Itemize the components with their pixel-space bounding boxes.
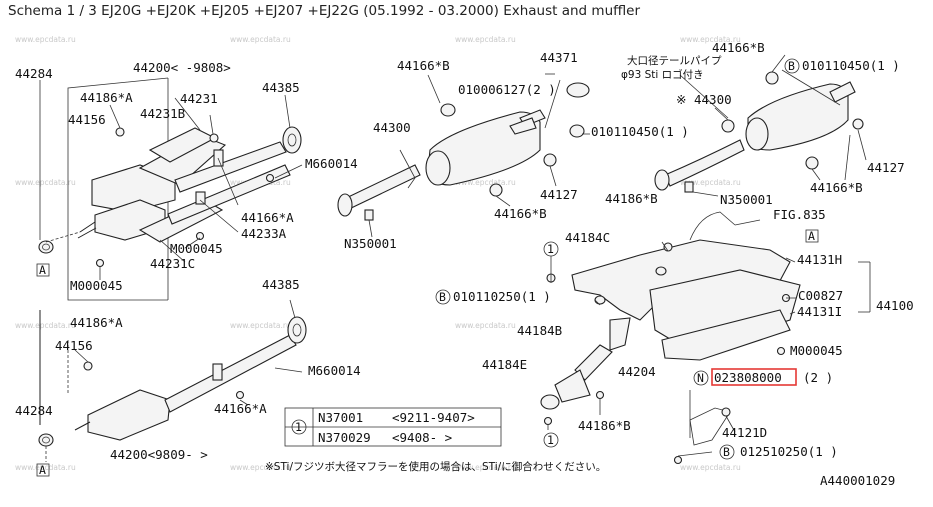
part-label-44186B[interactable]: 44186*B [605, 191, 658, 206]
part-label-44166A-b[interactable]: 44166*A [214, 401, 267, 416]
callout-N: N [697, 371, 704, 385]
part-label-M000045[interactable]: M000045 [170, 241, 223, 256]
rear-muffler-sti [654, 54, 867, 197]
watermark: www.epcdata.ru [230, 35, 291, 44]
part-label-M660014[interactable]: M660014 [305, 156, 358, 171]
figure-code: A440001029 [820, 473, 895, 488]
highlight-box [711, 368, 797, 386]
part-label-44100[interactable]: 44100 [876, 298, 914, 313]
watermark: www.epcdata.ru [455, 463, 516, 472]
front-pipe-assembly-early [36, 77, 303, 301]
callout-A-left-bottom: A [39, 463, 46, 477]
watermark: www.epcdata.ru [680, 35, 741, 44]
part-label-FIG835[interactable]: FIG.835 [773, 207, 826, 222]
part-label-qty: (2 ) [803, 370, 833, 385]
page-title: Schema 1 / 3 EJ20G +EJ20K +EJ205 +EJ207 … [8, 3, 641, 19]
legend-row1-code[interactable]: N37001 [318, 410, 363, 425]
legend-callout: 1 [295, 420, 302, 434]
part-label-44300[interactable]: 44300 [373, 120, 411, 135]
watermark: www.epcdata.ru [680, 463, 741, 472]
part-label-44166B-d[interactable]: 44166*B [810, 180, 863, 195]
watermark: www.epcdata.ru [15, 463, 76, 472]
callout-B: B [788, 59, 795, 73]
watermark: www.epcdata.ru [230, 463, 291, 472]
part-label-012510250[interactable]: 012510250(1 ) [740, 444, 838, 459]
part-label-44385-b[interactable]: 44385 [262, 277, 300, 292]
part-label-N350001-b[interactable]: N350001 [720, 192, 773, 207]
callout-B-bottom: B [723, 445, 730, 459]
part-label-C00827[interactable]: C00827 [798, 288, 843, 303]
callout-1-bottom: 1 [547, 433, 554, 447]
watermark: www.epcdata.ru [15, 35, 76, 44]
part-label-44156-b[interactable]: 44156 [55, 338, 93, 353]
part-label-44231B[interactable]: 44231B [140, 106, 185, 121]
watermark: www.epcdata.ru [455, 321, 516, 330]
part-label-44233A[interactable]: 44233A [241, 226, 287, 241]
part-label-44204[interactable]: 44204 [618, 364, 656, 379]
legend-row2-range: <9408- > [392, 430, 452, 445]
note-sti-logo-jp: φ93 Sti ロゴ付き [621, 68, 704, 81]
legend-row1-range: <9211-9407> [392, 410, 475, 425]
part-label-44131I[interactable]: 44131I [797, 304, 842, 319]
front-pipe-assembly-late [36, 299, 307, 477]
note-sti-muffler-jp: ※STi/フジツボ大径マフラーを使用の場合は、STi/に御合わせください。 [265, 460, 606, 473]
watermark: www.epcdata.ru [455, 35, 516, 44]
part-label-M000045-c[interactable]: M000045 [790, 343, 843, 358]
watermark: www.epcdata.ru [455, 178, 516, 187]
part-label-44127[interactable]: 44127 [540, 187, 578, 202]
part-label-44200-late[interactable]: 44200<9809- > [110, 447, 208, 462]
callout-A-left-top: A [39, 263, 46, 277]
part-label-44121D[interactable]: 44121D [722, 425, 767, 440]
part-label-M660014-b[interactable]: M660014 [308, 363, 361, 378]
part-label-44200-early[interactable]: 44200< -9808> [133, 60, 231, 75]
part-label-N350001[interactable]: N350001 [344, 236, 397, 251]
part-label-44284-b[interactable]: 44284 [15, 403, 53, 418]
part-label-44186B-b[interactable]: 44186*B [578, 418, 631, 433]
part-label-023808000[interactable]: 023808000 [714, 370, 782, 385]
note-tailpipe-jp: 大口径テールパイプ [627, 54, 722, 67]
part-label-M000045-b[interactable]: M000045 [70, 278, 123, 293]
part-label-44284[interactable]: 44284 [15, 66, 53, 81]
part-label-44371[interactable]: 44371 [540, 50, 578, 65]
center-muffler [337, 73, 590, 238]
part-label-44131H[interactable]: 44131H [797, 252, 842, 267]
part-label-44166B-c[interactable]: 44166*B [712, 40, 765, 55]
part-label-44184B[interactable]: 44184B [517, 323, 562, 338]
exhaust-manifold [435, 211, 871, 465]
part-label-44166A[interactable]: 44166*A [241, 210, 294, 225]
part-label-010110250[interactable]: 010110250(1 ) [453, 289, 551, 304]
callout-B-manifold: B [439, 290, 446, 304]
part-label-44231C[interactable]: 44231C [150, 256, 195, 271]
part-label-44127-b[interactable]: 44127 [867, 160, 905, 175]
part-label-010110450-b[interactable]: 010110450(1 ) [802, 58, 900, 73]
part-label-44156[interactable]: 44156 [68, 112, 106, 127]
legend-row2-code[interactable]: N370029 [318, 430, 371, 445]
part-label-44166B-b[interactable]: 44166*B [494, 206, 547, 221]
callout-1-manifold: 1 [547, 242, 554, 256]
part-label-010110450[interactable]: 010110450(1 ) [591, 124, 689, 139]
watermark: www.epcdata.ru [680, 178, 741, 187]
watermark: www.epcdata.ru [230, 321, 291, 330]
part-label-44385[interactable]: 44385 [262, 80, 300, 95]
part-label-44184C[interactable]: 44184C [565, 230, 610, 245]
part-label-010006127[interactable]: 010006127(2 ) [458, 82, 556, 97]
part-label-44186A[interactable]: 44186*A [80, 90, 133, 105]
watermark: www.epcdata.ru [15, 178, 76, 187]
watermark: www.epcdata.ru [15, 321, 76, 330]
part-label-44300-sti[interactable]: ※ 44300 [676, 92, 732, 107]
callout-B-icon [784, 58, 800, 74]
part-label-44231[interactable]: 44231 [180, 91, 218, 106]
part-label-44186A-b[interactable]: 44186*A [70, 315, 123, 330]
callout-A-right: A [808, 229, 815, 243]
part-label-44184E[interactable]: 44184E [482, 357, 527, 372]
part-label-44166B[interactable]: 44166*B [397, 58, 450, 73]
legend-table [284, 407, 502, 447]
